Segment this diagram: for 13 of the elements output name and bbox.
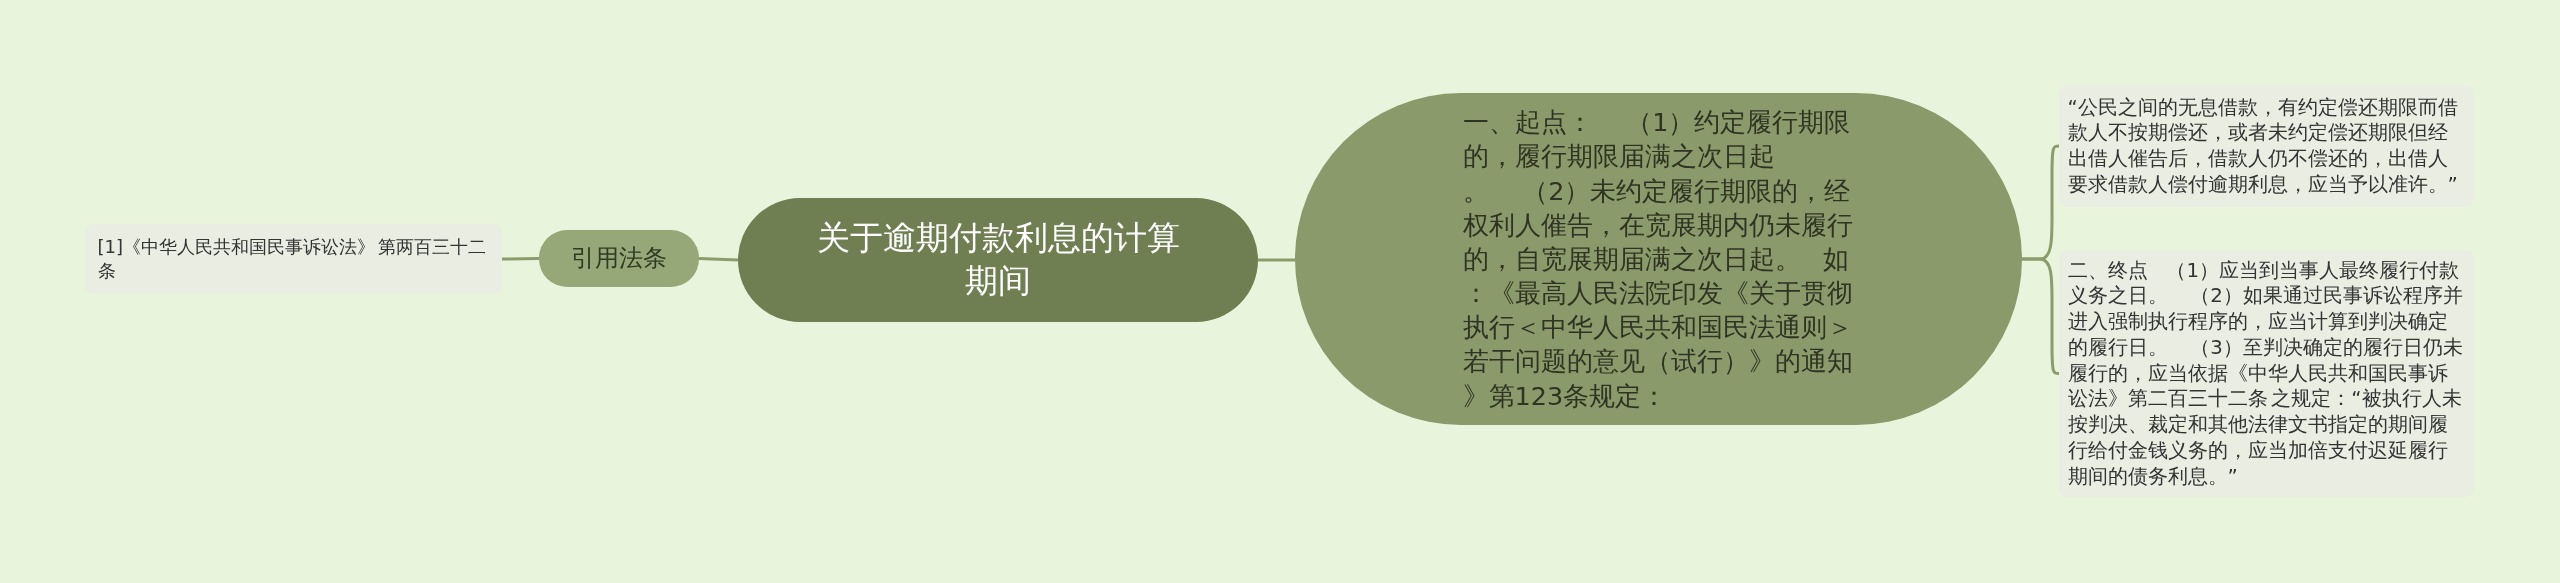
connector-line xyxy=(501,257,540,261)
connector-line xyxy=(2022,257,2060,375)
topic-text: 引用法条 xyxy=(570,242,668,274)
topic-text: 关于逾期付款利息的计算期间 xyxy=(815,217,1181,302)
leaf-topic xyxy=(85,224,502,294)
topic-text: 一、起点： （1）约定履行期限的，履行期限届满之次日起。 （2）未约定履行期限的，经权利人催告，在宽展期内仍未履行的，自宽展期届满之次日起。 如：《最高人民法院印发《关于贯彻执行＜中华人民共和国民法通则＞若干问题的意见（试行）》的通知》第123条规定： xyxy=(1462,106,1854,413)
leaf-topic xyxy=(2059,85,2474,207)
topic-text: [1]《中华人民共和国民事诉讼法》 第两百三十二条 xyxy=(97,234,488,283)
topic-text: 二、终点 （1）应当到当事人最终履行付款义务之日。 （2）如果通过民事诉讼程序并进入强制执行程序的，应当计算到判决确定的履行日。 （3）至判决确定的履行日仍未履行的，应当依据《中华人民共和国民事诉讼法》第二百三十二条 之规定：“被执行人未按判决、裁定和其他法律文书指定的期间履行给付金钱义务的，应当加倍支付迟延履行期间的债务利息。” xyxy=(2067,257,2464,490)
connector-line xyxy=(1258,258,1295,262)
branch-topic xyxy=(539,230,699,287)
topic-text: “公民之间的无息借款，有约定偿还期限而借款人不按期偿还，或者未约定偿还期限但经出借人催告后，借款人仍不偿还的，出借人要求借款人偿付逾期利息，应当予以准许。” xyxy=(2067,94,2459,198)
connector-line xyxy=(698,257,739,262)
